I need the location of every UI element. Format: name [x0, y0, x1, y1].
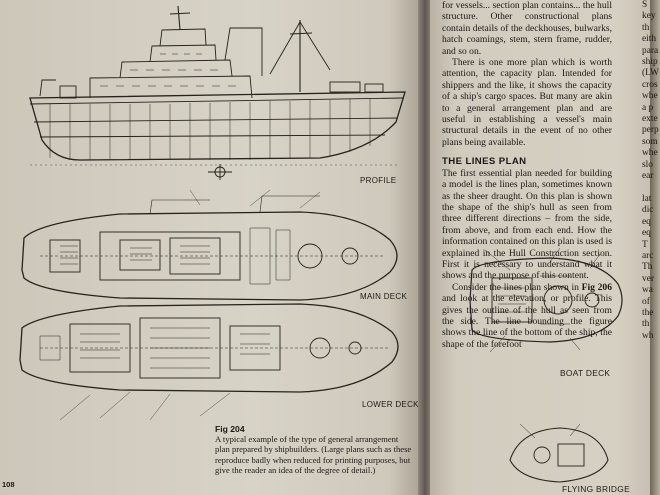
lines-plan-paragraph: The first essential plan needed for buil…	[442, 167, 612, 282]
boat-deck-drawing	[469, 247, 623, 483]
edge-line: para	[642, 45, 659, 56]
figure-caption-text: A typical example of the type of general…	[215, 434, 412, 475]
edge-line: whe	[642, 148, 658, 159]
capacity-plan-paragraph: There is one more plan which is worth at…	[442, 57, 612, 148]
edge-line	[642, 183, 660, 194]
edge-line: ship	[642, 57, 658, 68]
profile-paragraph: Consider the lines plan shown in Fig 206…	[442, 282, 612, 350]
section-heading: THE LINES PLAN	[442, 156, 527, 168]
edge-line: eith	[642, 34, 657, 45]
edge-line: wa	[642, 285, 653, 296]
edge-line: Th	[642, 262, 653, 273]
edge-line: arc	[642, 250, 654, 261]
edge-line: perp	[642, 125, 659, 136]
figure-caption: Fig 204 A typical example of the type of…	[215, 424, 415, 475]
next-page-edge-text: S key th eith para ship (LW cros whe a p…	[642, 0, 660, 342]
right-page-text-column: for vessels... section plan contains... …	[442, 0, 612, 350]
lower-deck-label: LOWER DECK	[362, 400, 419, 409]
edge-line: wh	[642, 330, 654, 341]
edge-line: eq	[642, 216, 651, 227]
edge-line: of	[642, 296, 650, 307]
next-page-edge	[650, 0, 660, 495]
intro-paragraph: for vessels... section plan contains... …	[442, 0, 612, 57]
profile-label: PROFILE	[360, 176, 397, 185]
edge-line: a p	[642, 102, 654, 113]
edge-line: ver	[642, 273, 654, 284]
edge-line: som	[642, 136, 658, 147]
edge-line: lat	[642, 193, 652, 204]
right-page: BOAT DECK FLYING BRIDGE	[430, 0, 650, 495]
profile-paragraph-start: Consider the lines plan shown in	[452, 281, 579, 293]
edge-line: ear	[642, 171, 654, 182]
edge-line: eq	[642, 228, 651, 239]
flying-bridge-label: FLYING BRIDGE	[562, 484, 630, 494]
edge-line: (LW	[642, 68, 660, 79]
profile-paragraph-rest: and look at the elevation, or profile. T…	[442, 293, 612, 350]
edge-line: whe	[642, 91, 658, 102]
edge-line: slo	[642, 159, 653, 170]
page-number: 108	[2, 480, 15, 489]
edge-line: S	[642, 0, 648, 10]
edge-line: exte	[642, 114, 658, 125]
edge-line: the	[642, 307, 654, 318]
edge-line: th	[642, 319, 650, 330]
edge-line: dic	[642, 205, 654, 216]
boat-deck-label: BOAT DECK	[560, 368, 611, 378]
fig-reference: Fig 206	[581, 281, 612, 293]
general-arrangement-drawing	[0, 0, 422, 495]
left-page: PROFILE MAIN DECK LOWER DECK Fig 204 A t…	[0, 0, 422, 495]
book-gutter	[418, 0, 432, 495]
edge-line: th	[642, 22, 650, 33]
edge-line: key	[642, 11, 656, 22]
main-deck-label: MAIN DECK	[360, 292, 408, 301]
edge-line: T	[642, 239, 648, 250]
edge-line: cros	[642, 79, 658, 90]
figure-number: Fig 204	[215, 424, 245, 434]
